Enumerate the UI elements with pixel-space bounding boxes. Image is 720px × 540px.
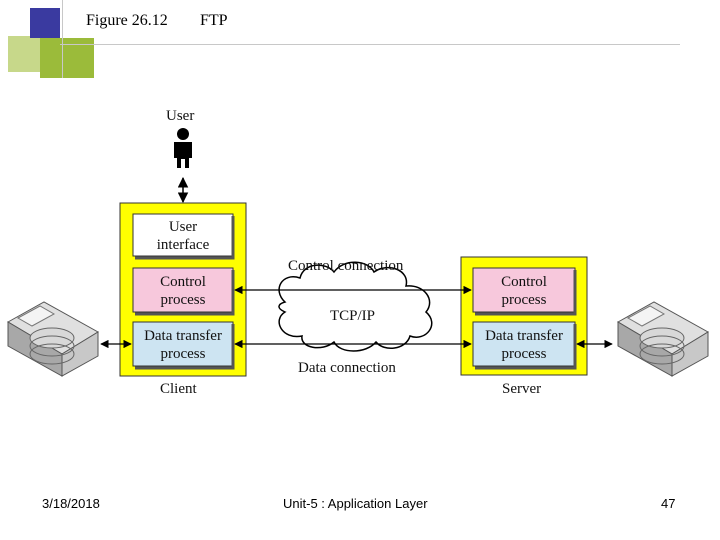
ftp-diagram	[6, 128, 709, 377]
decor-square-blue	[30, 8, 60, 38]
header-vertical-rule	[62, 0, 63, 78]
server-data-line1: Data transfer	[485, 328, 563, 344]
user-person-icon	[174, 128, 192, 168]
tcpip-cloud	[278, 261, 433, 352]
footer-date: 3/18/2018	[42, 496, 100, 511]
footer-title: Unit-5 : Application Layer	[283, 496, 428, 511]
server-control-line1: Control	[501, 274, 547, 290]
server-disk-drive-icon	[616, 301, 709, 377]
client-data-line1: Data transfer	[144, 328, 222, 344]
client-control-box	[132, 267, 234, 313]
page-title: FTP	[200, 12, 228, 29]
client-ui-text: User interface	[133, 216, 233, 256]
client-data-text: Data transfer process	[133, 324, 233, 366]
client-ui-line2: interface	[156, 237, 210, 253]
client-control-line2: process	[160, 292, 206, 308]
client-ui-line1: User	[168, 219, 198, 235]
decor-square-light	[8, 36, 44, 72]
client-disk-drive-icon	[6, 301, 99, 377]
server-data-box	[472, 321, 576, 367]
server-control-box	[472, 267, 576, 313]
control-connection-label: Control connection	[288, 258, 404, 274]
server-data-text: Data transfer process	[473, 324, 575, 366]
server-label: Server	[502, 381, 542, 397]
client-label: Client	[160, 381, 197, 397]
server-control-line2: process	[501, 292, 547, 308]
data-connection-label: Data connection	[298, 360, 396, 376]
client-control-line1: Control	[160, 274, 206, 290]
figure-label: Figure 26.12	[86, 12, 168, 29]
server-control-text: Control process	[473, 270, 575, 312]
header-rule	[60, 44, 680, 45]
client-data-line2: process	[160, 346, 206, 362]
page-number: 47	[661, 496, 676, 511]
tcpip-label: TCP/IP	[330, 308, 376, 324]
client-control-text: Control process	[133, 270, 233, 312]
user-label: User	[166, 108, 195, 124]
server-data-line2: process	[501, 346, 547, 362]
